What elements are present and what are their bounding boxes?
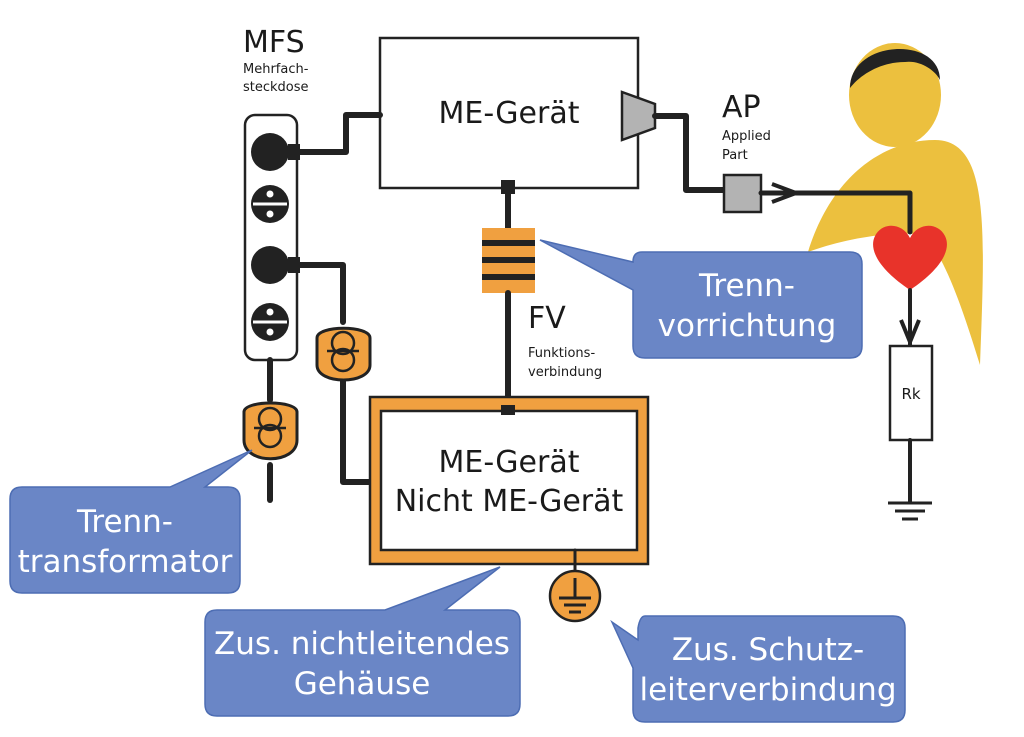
me-device-bottom-box — [379, 409, 639, 552]
me-device-top-label: ME-Gerät — [439, 96, 580, 131]
ap-sublabel-2: Part — [722, 148, 748, 163]
callout-trennvorrichtung: Trenn- vorrichtung — [539, 239, 863, 359]
isolation-transformer-icon — [242, 401, 299, 461]
isolation-transformer-icon — [315, 326, 372, 382]
patient-icon — [808, 43, 983, 365]
current-arrow-down-icon — [899, 319, 921, 348]
socket-icon — [251, 303, 289, 341]
callout-gehaeuse-line-1: Zus. nichtleitendes — [214, 626, 510, 662]
fv-label: FV — [528, 301, 566, 336]
callout-trennvorrichtung-line-1: Trenn- — [698, 268, 795, 304]
me-device-bottom-label-1: ME-Gerät — [439, 445, 580, 480]
me-device-top-box — [378, 36, 640, 190]
ap-label: AP — [722, 90, 761, 125]
callout-schutzleiter: Zus. Schutz- leiterverbindung — [610, 615, 906, 723]
me-device-bottom-label-2: Nicht ME-Gerät — [395, 484, 624, 519]
heart-icon — [873, 225, 947, 290]
applied-part-connector-icon — [620, 90, 657, 142]
callout-trennvorrichtung-line-2: vorrichtung — [658, 308, 837, 344]
ap-sublabel-1: Applied — [722, 129, 771, 144]
socket-icon — [251, 133, 289, 171]
rk-label: Rk — [901, 385, 920, 403]
fv-sublabel-2: verbindung — [528, 365, 602, 380]
callout-schutzleiter-line-1: Zus. Schutz- — [672, 632, 864, 668]
current-arrow-icon — [771, 182, 802, 204]
separation-device-icon — [482, 228, 535, 293]
fv-sublabel-1: Funktions- — [528, 346, 595, 361]
mfs-sublabel-2: steckdose — [243, 80, 309, 95]
ground-icon — [548, 569, 602, 623]
callout-gehaeuse: Zus. nichtleitendes Gehäuse — [204, 566, 521, 717]
mfs-label: MFS — [243, 25, 305, 60]
callout-trenntransformator: Trenn- transformator — [9, 449, 253, 594]
ground-icon — [888, 501, 932, 521]
callout-trenntransformator-line-2: transformator — [18, 544, 233, 580]
callout-trenntransformator-line-1: Trenn- — [76, 504, 173, 540]
callout-schutzleiter-line-2: leiterverbindung — [639, 672, 896, 708]
callout-gehaeuse-line-2: Gehäuse — [294, 666, 431, 702]
mfs-sublabel-1: Mehrfach- — [243, 62, 309, 77]
socket-icon — [251, 246, 289, 284]
applied-part-box — [722, 173, 763, 214]
socket-icon — [251, 185, 289, 223]
